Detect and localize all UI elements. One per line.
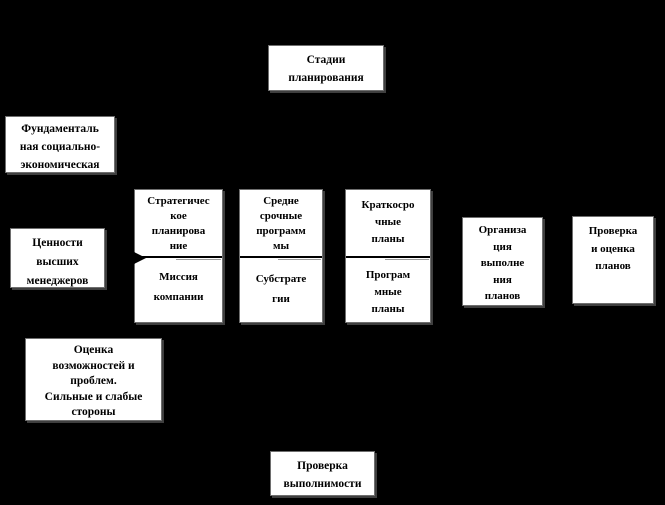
box-text-line: планы	[371, 303, 405, 315]
medium-term-programs-box: Средне срочные программ мы Субстрате гии	[239, 189, 323, 323]
medium-term-programs-cell: Средне срочные программ мы	[240, 190, 322, 258]
strategic-planning-cell: Стратегичес кое планирова ние	[135, 190, 222, 258]
box-text-line: возможностей и	[52, 359, 135, 372]
box-text-line: мы	[272, 240, 290, 252]
program-plans-cell: Програм мные планы	[346, 258, 430, 318]
manager-values-box: Ценности высших менеджеров	[10, 228, 105, 288]
box-text-line: проблем.	[70, 375, 117, 387]
box-text-line: планирова	[151, 225, 206, 237]
feasibility-check-box: Проверка выполнимости	[270, 451, 375, 496]
box-text-line: ная социально-	[19, 141, 101, 153]
box-text-line: экономическая	[20, 159, 100, 171]
box-text-line: выполне	[480, 257, 525, 269]
short-term-plans-box: Краткосро чные планы Програм мные планы	[345, 189, 431, 323]
right-arrowhead-icon	[134, 252, 146, 264]
plan-execution-organization-box: Организа ция выполне ния планов	[462, 217, 543, 306]
fundamental-socioeconomic-box: Фундаменталь ная социально- экономическа…	[5, 116, 115, 173]
box-text-line: кое	[170, 210, 187, 222]
strategic-planning-box: Стратегичес кое планирова ние Миссия ком…	[134, 189, 223, 323]
box-text-line: Организа	[478, 224, 527, 236]
opportunities-problems-assessment-box: Оценка возможностей и проблем. Сильные и…	[25, 338, 162, 421]
box-text-line: Проверка	[588, 225, 638, 237]
plan-check-evaluation-box: Проверка и оценка планов	[572, 216, 654, 304]
short-term-plans-cell: Краткосро чные планы	[346, 190, 430, 258]
box-text-line: Програм	[365, 269, 411, 281]
box-text-line: Краткосро	[361, 199, 415, 211]
box-text-line: ция	[493, 240, 512, 253]
box-text-line: мные	[374, 286, 402, 298]
box-text-line: программ	[256, 225, 306, 237]
box-text-line: Средне	[263, 195, 299, 207]
substrategies-cell: Субстрате гии	[240, 258, 322, 309]
box-text-line: Сильные и слабые	[44, 390, 143, 403]
box-text-line: Миссия	[159, 271, 198, 283]
box-text-line: Субстрате	[255, 273, 307, 285]
box-text-line: срочные	[259, 210, 303, 222]
company-mission-cell: Миссия компании	[135, 258, 222, 307]
box-text-line: Проверка	[297, 460, 348, 472]
box-text-line: планы	[371, 233, 405, 245]
box-text-line: планов	[484, 290, 521, 302]
divider-shadow	[278, 259, 321, 260]
box-text-line: и оценка	[591, 242, 635, 255]
box-text-line: планов	[595, 260, 631, 272]
box-text-line: гии	[272, 293, 290, 305]
box-text-line: компании	[153, 291, 204, 303]
box-text-line: чные	[374, 216, 401, 228]
box-text-line: ния	[493, 273, 512, 286]
box-text-line: Оценка	[73, 344, 114, 356]
box-text-line: стороны	[71, 406, 116, 418]
box-text-line: высших	[36, 256, 79, 268]
divider-shadow	[175, 259, 221, 260]
box-text-line: ние	[169, 240, 188, 252]
box-text-line: планирования	[288, 72, 364, 84]
box-text-line: Стратегичес	[147, 195, 210, 207]
box-text-line: Ценности	[32, 237, 83, 249]
box-text-line: менеджеров	[26, 275, 89, 287]
box-text-line: Фундаменталь	[21, 123, 99, 135]
box-text-line: Стадии	[306, 54, 346, 66]
divider-shadow	[385, 259, 429, 260]
planning-stages-box: Стадии планирования	[268, 45, 384, 91]
box-text-line: выполнимости	[283, 478, 362, 490]
